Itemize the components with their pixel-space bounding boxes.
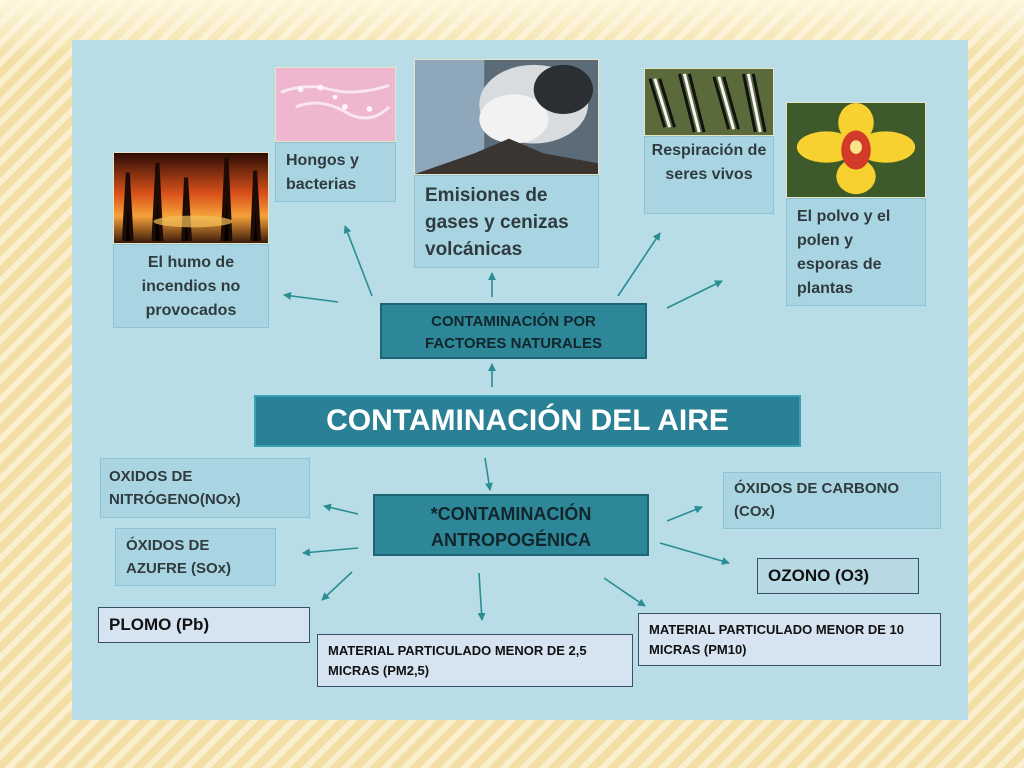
node-oxidos-nitrogeno-label: OXIDOS DE NITRÓGENO(NOx) bbox=[109, 468, 241, 508]
node-hongos-bacterias-label: Hongos y bacterias bbox=[286, 152, 359, 193]
node-polen-esporas: El polvo y el polen y esporas de plantas bbox=[786, 198, 926, 306]
node-respiracion-label: Respiración de seres vivos bbox=[651, 142, 767, 183]
node-humo-incendios-label: El humo de incendios no provocados bbox=[141, 254, 241, 319]
node-plomo-label: PLOMO (Pb) bbox=[109, 615, 210, 634]
node-oxidos-azufre-label: ÓXIDOS DE AZUFRE (SOx) bbox=[126, 537, 231, 577]
node-emisiones-volcanicas-label: Emisiones de gases y cenizas volcánicas bbox=[425, 185, 569, 260]
node-pm10-label: MATERIAL PARTICULADO MENOR DE 10 MICRAS … bbox=[649, 622, 904, 657]
volcano-image bbox=[414, 59, 599, 175]
node-respiracion: Respiración de seres vivos bbox=[644, 136, 774, 214]
node-oxidos-azufre: ÓXIDOS DE AZUFRE (SOx) bbox=[115, 528, 276, 586]
node-factores-naturales-label: CONTAMINACIÓN POR FACTORES NATURALES bbox=[425, 313, 602, 352]
main-title: CONTAMINACIÓN DEL AIRE bbox=[326, 404, 729, 437]
node-oxidos-carbono: ÓXIDOS DE CARBONO (COx) bbox=[723, 472, 941, 529]
zebras-image bbox=[644, 68, 774, 136]
node-humo-incendios: El humo de incendios no provocados bbox=[113, 244, 269, 328]
node-antropogenica: *CONTAMINACIÓN ANTROPOGÉNICA bbox=[373, 494, 649, 556]
node-pm25: MATERIAL PARTICULADO MENOR DE 2,5 MICRAS… bbox=[317, 634, 633, 687]
node-pm25-label: MATERIAL PARTICULADO MENOR DE 2,5 MICRAS… bbox=[328, 643, 587, 678]
node-ozono: OZONO (O3) bbox=[757, 558, 919, 594]
fire-image bbox=[113, 152, 269, 244]
main-title-box: CONTAMINACIÓN DEL AIRE bbox=[254, 395, 801, 447]
node-ozono-label: OZONO (O3) bbox=[768, 566, 870, 585]
fungi-image bbox=[275, 67, 396, 142]
node-oxidos-carbono-label: ÓXIDOS DE CARBONO (COx) bbox=[734, 480, 900, 520]
flower-image bbox=[786, 102, 926, 198]
node-emisiones-volcanicas: Emisiones de gases y cenizas volcánicas bbox=[414, 175, 599, 268]
node-plomo: PLOMO (Pb) bbox=[98, 607, 310, 643]
node-hongos-bacterias: Hongos y bacterias bbox=[275, 142, 396, 202]
node-antropogenica-label: *CONTAMINACIÓN ANTROPOGÉNICA bbox=[430, 504, 592, 550]
node-oxidos-nitrogeno: OXIDOS DE NITRÓGENO(NOx) bbox=[100, 458, 310, 518]
node-polen-esporas-label: El polvo y el polen y esporas de plantas bbox=[797, 208, 891, 297]
node-factores-naturales: CONTAMINACIÓN POR FACTORES NATURALES bbox=[380, 303, 647, 359]
node-pm10: MATERIAL PARTICULADO MENOR DE 10 MICRAS … bbox=[638, 613, 941, 666]
